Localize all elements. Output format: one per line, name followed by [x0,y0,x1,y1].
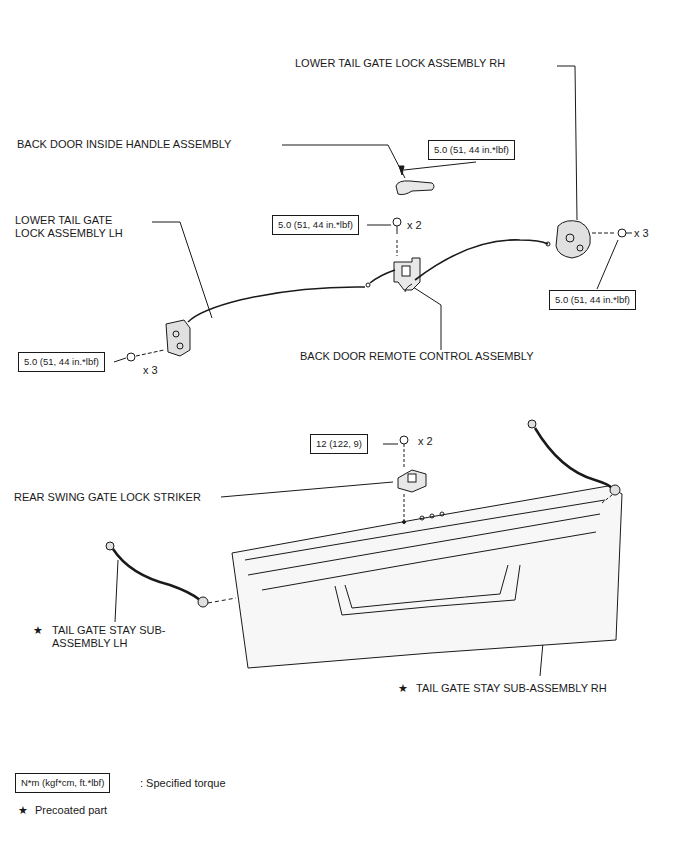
torque-value: 5.0 (51, 44 in.*lbf) [278,219,353,231]
torque-value: 5.0 (51, 44 in.*lbf) [24,356,99,368]
quantity: x 2 [407,219,422,232]
precoat-mark: ★ [18,804,28,817]
torque-value: 5.0 (51, 44 in.*lbf) [434,144,509,156]
torque-box: 5.0 (51, 44 in.*lbf) [18,352,105,372]
precoat-mark: ★ [33,624,43,637]
legend-text: : Specified torque [140,777,226,790]
torque-box: 5.0 (51, 44 in.*lbf) [549,290,636,310]
part-name: TAIL GATE STAY SUB-ASSEMBLY RH [416,682,607,695]
part-name: LOWER TAIL GATE LOCK ASSEMBLY RH [295,57,505,70]
torque-box: N*m (kgf*cm, ft.*lbf) [15,773,110,793]
torque-box: 5.0 (51, 44 in.*lbf) [272,215,359,235]
torque-box: 5.0 (51, 44 in.*lbf) [428,140,515,160]
precoat-mark: ★ [398,682,408,695]
quantity: x 2 [418,435,433,448]
torque-value: N*m (kgf*cm, ft.*lbf) [21,777,104,789]
torque-box: 12 (122, 9) [310,434,368,454]
legend-text: Precoated part [35,804,107,817]
part-name: LOWER TAIL GATE LOCK ASSEMBLY LH [15,214,145,240]
quantity: x 3 [634,227,649,240]
part-name: BACK DOOR REMOTE CONTROL ASSEMBLY [300,350,534,363]
part-name: BACK DOOR INSIDE HANDLE ASSEMBLY [17,138,231,151]
part-name: REAR SWING GATE LOCK STRIKER [14,491,201,504]
quantity: x 3 [143,364,158,377]
torque-value: 12 (122, 9) [316,438,362,450]
torque-value: 5.0 (51, 44 in.*lbf) [555,294,630,306]
part-name: TAIL GATE STAY SUB-ASSEMBLY LH [52,624,170,650]
